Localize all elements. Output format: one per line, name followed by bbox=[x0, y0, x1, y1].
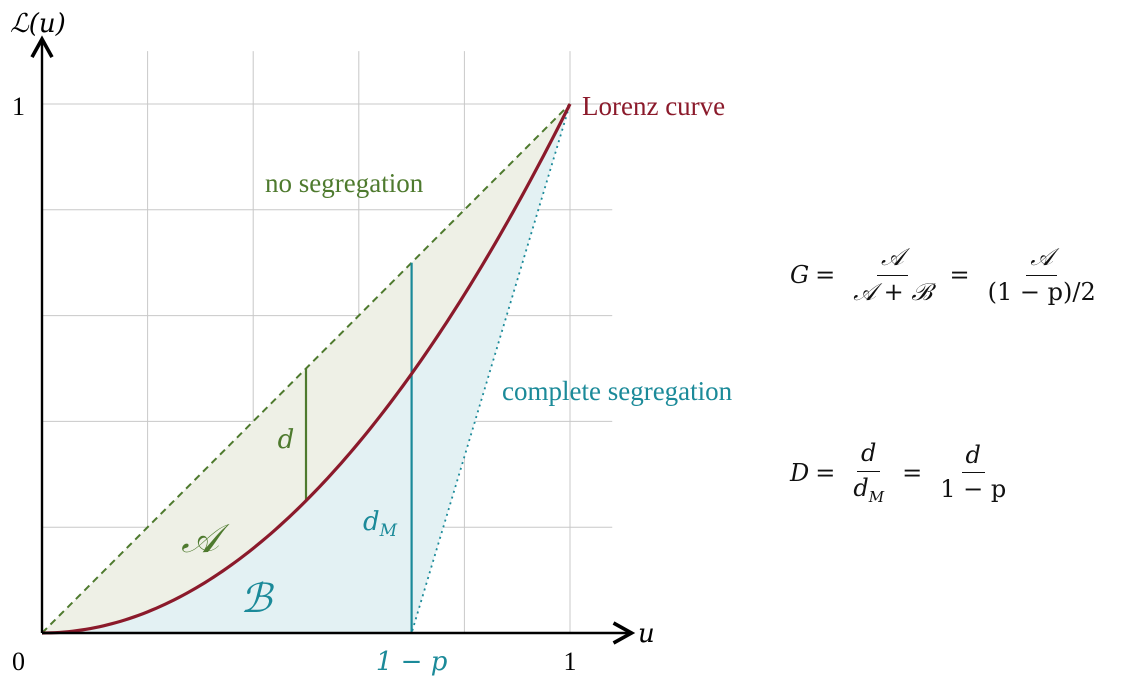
dissimilarity-lhs: D bbox=[790, 458, 810, 487]
gini-fraction-2: 𝒜 (1 − p)/2 bbox=[984, 243, 1100, 306]
dissimilarity-fraction-1-numerator: d bbox=[857, 439, 881, 472]
gini-fraction-1-denominator: 𝒜 + ℬ bbox=[853, 277, 932, 306]
d-label: d bbox=[278, 425, 295, 455]
area-b-region bbox=[42, 104, 570, 633]
x-tick-one-minus-p: 1 − p bbox=[376, 647, 448, 677]
gini-fraction-1-numerator: 𝒜 bbox=[877, 243, 908, 276]
gini-fraction-2-denominator: (1 − p)/2 bbox=[987, 277, 1096, 306]
gini-equals-2: = bbox=[949, 261, 970, 290]
dissimilarity-fraction-2: d 1 − p bbox=[936, 441, 1010, 504]
complete-segregation-label: complete segregation bbox=[502, 376, 733, 406]
y-axis-label: ℒ(u) bbox=[10, 9, 66, 39]
dissimilarity-equals-1: = bbox=[815, 458, 836, 487]
x-tick-one: 1 bbox=[564, 647, 577, 676]
gini-fraction-1: 𝒜 𝒜 + ℬ bbox=[849, 243, 935, 306]
dissimilarity-equals-2: = bbox=[902, 458, 923, 487]
dissimilarity-fraction-2-denominator: 1 − p bbox=[940, 475, 1007, 504]
dissimilarity-fraction-1-denominator: dM bbox=[849, 472, 888, 506]
gini-formula: G = 𝒜 𝒜 + ℬ = 𝒜 (1 − p)/2 bbox=[790, 243, 1108, 306]
lorenz-curve-line bbox=[41, 103, 572, 635]
area-b-label: ℬ bbox=[240, 576, 274, 622]
gini-fraction-2-numerator: 𝒜 bbox=[1026, 243, 1058, 276]
d-m-label: dM bbox=[363, 507, 398, 541]
dissimilarity-fraction-1: d dM bbox=[849, 439, 888, 506]
gini-equals-1: = bbox=[815, 261, 836, 290]
dissimilarity-fraction-2-numerator: d bbox=[961, 441, 985, 474]
gini-lhs: G bbox=[790, 261, 810, 290]
x-axis-label: u bbox=[638, 619, 655, 649]
dissimilarity-formula: D = d dM = d 1 − p bbox=[790, 439, 1018, 506]
lorenz-curve-label: Lorenz curve bbox=[582, 91, 725, 121]
dissimilarity-den-base: d bbox=[853, 473, 869, 502]
no-segregation-label: no segregation bbox=[265, 168, 424, 198]
dissimilarity-den-sub: M bbox=[868, 487, 885, 506]
y-tick-one: 1 bbox=[12, 92, 25, 121]
origin-label: 0 bbox=[12, 647, 25, 676]
